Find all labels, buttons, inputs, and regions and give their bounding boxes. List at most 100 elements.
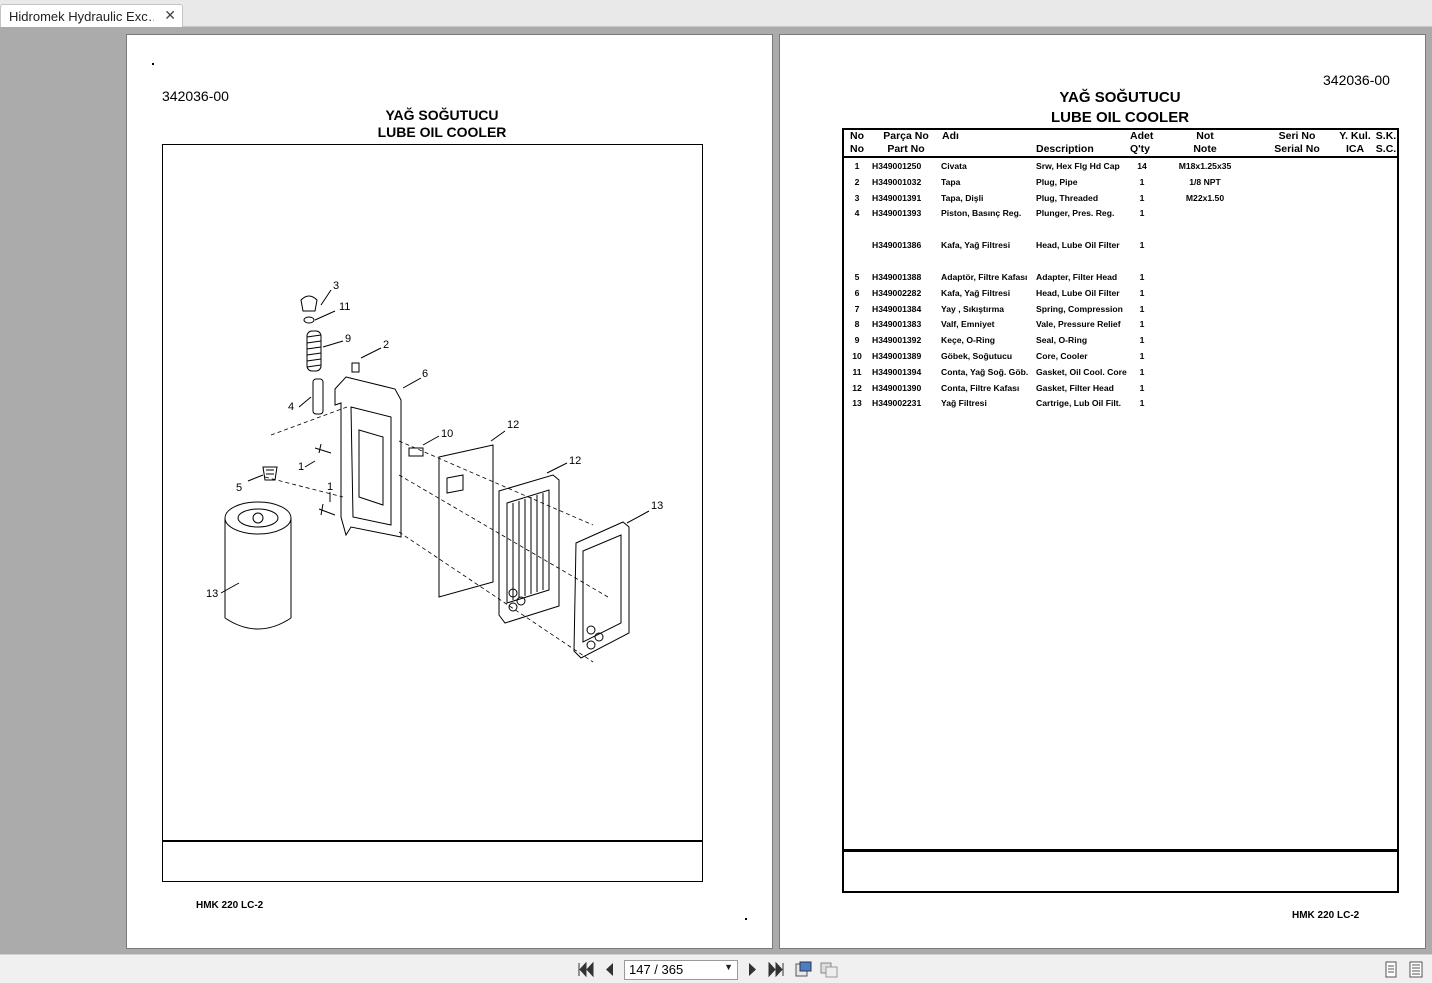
cell-qty: 1 (1139, 272, 1145, 282)
cell-description: Core, Cooler (1036, 351, 1088, 361)
cell-name: Valf, Emniyet (941, 319, 995, 330)
page-right: 342036-00 YAĞ SOĞUTUCU LUBE OIL COOLER N… (779, 34, 1426, 949)
cell-qty: 1 (1139, 240, 1145, 251)
cell-description: Adapter, Filter Head (1036, 272, 1118, 282)
cell-name: Conta, Yağ Soğ. Göb. (941, 366, 1029, 377)
cell-no: 9 (854, 335, 860, 346)
cell-part-no: H349001393 (872, 208, 922, 219)
cell-no: 8 (854, 319, 860, 330)
callout-7: 9 (345, 333, 351, 345)
cell-qty: 1 (1139, 398, 1145, 409)
next-page-icon[interactable] (743, 961, 761, 978)
cell-part-no: H349001392 (872, 335, 922, 346)
continuous-view-icon[interactable] (1384, 961, 1398, 978)
exploded-view-frame: 3 11 9 2 4 6 10 1 12 12 1 13 5 13 (162, 144, 703, 882)
oil-filter-part (224, 501, 292, 630)
page-mark (152, 63, 154, 65)
cell-name: Tapa (941, 176, 961, 187)
callout-2: 2 (383, 339, 389, 351)
page-left: 342036-00 YAĞ SOĞUTUCU LUBE OIL COOLER (126, 34, 773, 949)
cell-no: 10 (852, 351, 862, 361)
cell-part-no: H349001390 (872, 382, 922, 393)
facing-view-icon[interactable] (1409, 961, 1423, 978)
cell-qty: 1 (1139, 287, 1145, 298)
cell-part-no: H349002282 (872, 287, 922, 298)
title-turkish: YAĞ SOĞUTUCU (385, 107, 499, 123)
cell-note: M18x1.25x35 (1178, 161, 1232, 171)
cell-description: Spring, Compression (1036, 303, 1123, 314)
title-english: LUBE OIL COOLER (377, 124, 507, 140)
cell-name: Yay , Sıkıştırma (941, 303, 1005, 314)
cell-no: 13 (852, 398, 862, 409)
cell-no: 11 (852, 366, 862, 377)
navigation-toolbar: 147 / 365 ▼ (0, 954, 1432, 983)
cell-no: 3 (854, 192, 860, 203)
close-tab-icon[interactable]: ✕ (164, 7, 176, 23)
cell-no: 4 (854, 208, 860, 219)
two-page-view-icon[interactable] (820, 961, 838, 978)
cell-no: 1 (854, 161, 860, 171)
cell-description: Plug, Threaded (1036, 192, 1099, 203)
cell-qty: 1 (1139, 382, 1145, 393)
cell-part-no: H349001032 (872, 176, 922, 187)
prev-page-icon[interactable] (601, 961, 619, 978)
cell-part-no: H349001250 (872, 161, 922, 171)
callout-4: 4 (288, 401, 294, 413)
doc-code: 342036-00 (1323, 72, 1390, 88)
header-description: Description (1036, 143, 1094, 155)
table-row: 5 H349001388 Adaptör, Filtre Kafası Adapter… (844, 272, 1397, 287)
page-indicator: 147 / 365 (629, 962, 684, 977)
cell-part-no: H349001383 (872, 319, 922, 330)
callout-11: 13 (651, 500, 663, 512)
cell-description: Plug, Pipe (1036, 176, 1078, 187)
callout-13: 13 (206, 588, 218, 600)
cell-qty: 1 (1139, 351, 1145, 361)
callout-3: 3 (333, 280, 339, 292)
last-page-icon[interactable] (767, 961, 785, 978)
callout-9: 11 (339, 301, 350, 313)
title-english: LUBE OIL COOLER (1050, 109, 1190, 126)
cell-no: 5 (854, 272, 860, 282)
single-page-view-icon[interactable] (794, 961, 812, 978)
table-row: 8 H349001383 Valf, Emniyet Vale, Pressure R… (844, 319, 1397, 334)
model-label: HMK 220 LC-2 (1292, 910, 1360, 921)
title-turkish: YAĞ SOĞUTUCU (1059, 89, 1181, 106)
cell-name: Keçe, O-Ring (941, 335, 995, 346)
cell-name: Kafa, Yağ Filtresi (941, 287, 1011, 298)
exploded-view-diagram: 3 11 9 2 4 6 10 1 12 12 1 13 5 13 (206, 280, 663, 663)
cell-note: 1/8 NPT (1189, 176, 1221, 187)
cell-name: Adaptör, Filtre Kafası (941, 272, 1028, 282)
cell-part-no: H349001389 (872, 351, 922, 361)
callout-1b: 1 (327, 481, 333, 493)
document-tab[interactable]: Hidromek Hydraulic Exc… ✕ (0, 4, 183, 28)
header-name: Adı (942, 130, 959, 142)
cell-part-no: H349001384 (872, 303, 922, 314)
page-number-dropdown[interactable]: 147 / 365 ▼ (624, 960, 738, 980)
document-viewer[interactable]: 342036-00 YAĞ SOĞUTUCU LUBE OIL COOLER (0, 27, 1432, 954)
cell-name: Kafa, Yağ Filtresi (941, 240, 1011, 251)
callout-6: 6 (422, 368, 428, 380)
cell-part-no: H349001388 (872, 272, 922, 282)
callout-12: 12 (507, 419, 519, 431)
cell-qty: 1 (1139, 208, 1145, 219)
first-page-icon[interactable] (577, 961, 595, 978)
tab-bar: Hidromek Hydraulic Exc… ✕ (0, 0, 1432, 28)
cell-qty: 1 (1139, 192, 1145, 203)
cell-description: Vale, Pressure Relief (1036, 319, 1121, 330)
cell-qty: 1 (1139, 176, 1145, 187)
figure-divider (163, 840, 702, 842)
